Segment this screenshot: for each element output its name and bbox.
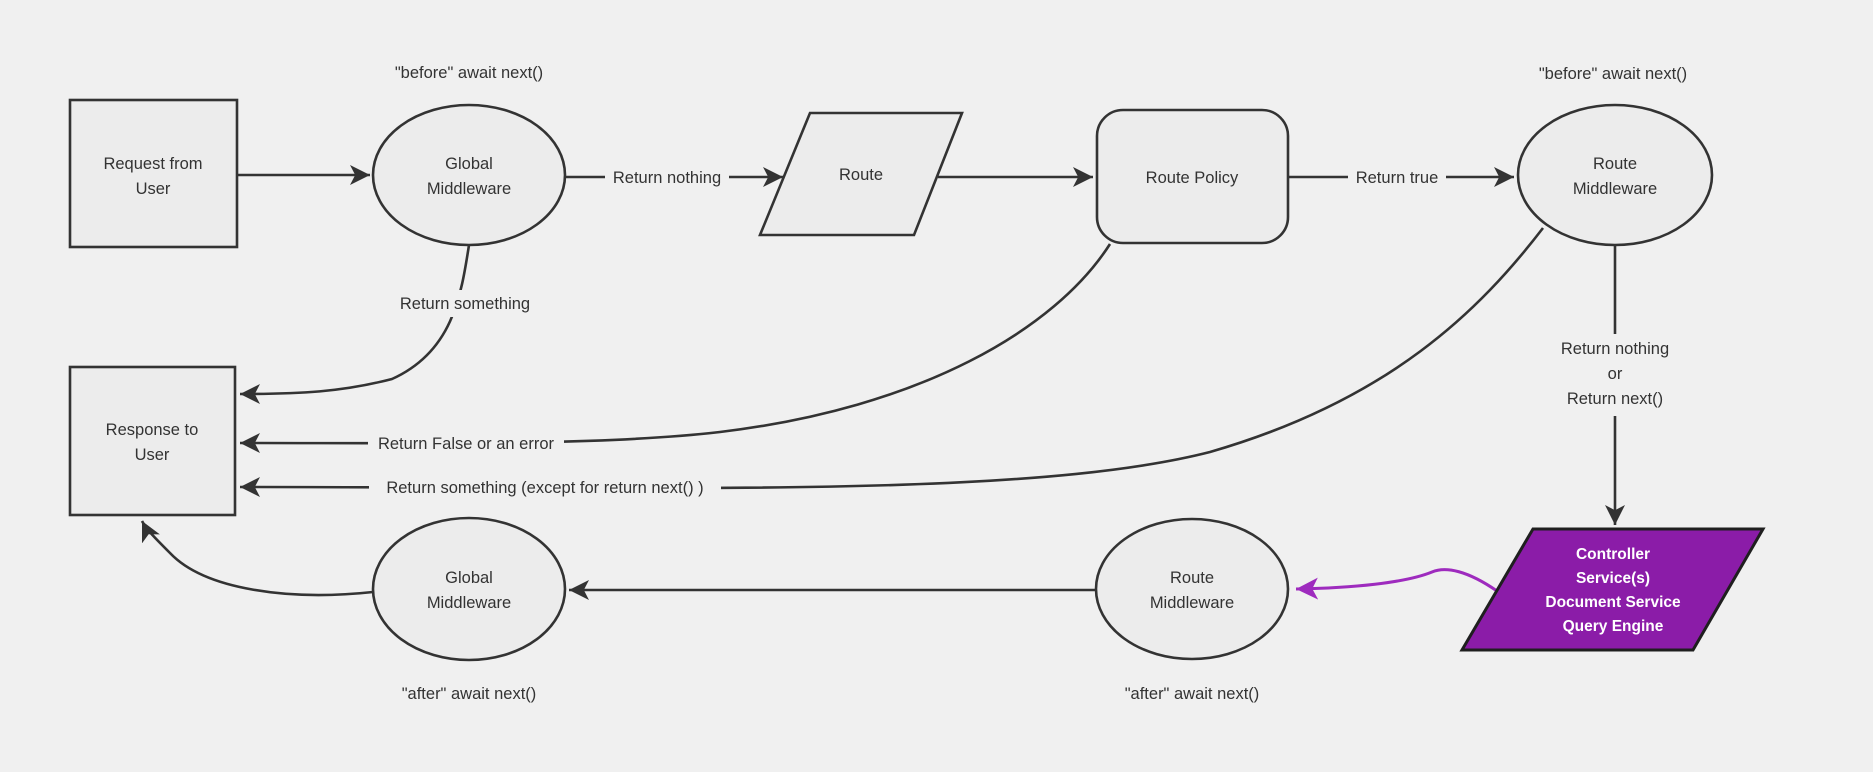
edge-controller-to-route-middleware-bottom xyxy=(1295,568,1498,600)
response-to-user-label-line2: User xyxy=(135,446,170,464)
label-return-nothing-or-next: Return nothing or Return next() xyxy=(1551,334,1679,416)
route-middleware-top-label-line2: Middleware xyxy=(1573,180,1657,198)
global-middleware-bottom-label-line1: Global xyxy=(445,569,493,587)
global-middleware-top-ellipse xyxy=(371,103,567,247)
controller-services-label-line3: Document Service xyxy=(1545,594,1681,611)
route-middleware-bottom-ellipse xyxy=(1094,517,1290,661)
label-return-something-except-bg xyxy=(369,473,721,500)
node-global-middleware-top: Global Middleware xyxy=(371,103,567,247)
global-middleware-bottom-ellipse xyxy=(371,516,567,662)
edge-global-middleware-bottom-to-response xyxy=(140,520,374,597)
global-middleware-top-label-line1: Global xyxy=(445,155,493,173)
route-label: Route xyxy=(839,166,883,184)
response-to-user-label-line1: Response to xyxy=(106,421,199,439)
edge-global-middleware-return-something-to-response xyxy=(239,244,471,404)
request-from-user-label-line1: Request from xyxy=(103,155,202,173)
label-return-true-bg xyxy=(1348,163,1446,190)
node-controller-services: Controller Service(s) Document Service Q… xyxy=(1459,527,1766,652)
label-after-await-next-left: "after" await next() xyxy=(402,685,537,703)
controller-services-parallelogram xyxy=(1459,527,1766,652)
node-request-from-user: Request from User xyxy=(68,98,239,249)
edge-route-policy-return-false-to-response xyxy=(239,243,1112,454)
route-middleware-bottom-label-line1: Route xyxy=(1170,569,1214,587)
label-before-await-next-left: "before" await next() xyxy=(395,64,543,82)
request-from-user-box xyxy=(68,98,239,249)
controller-services-label-line4: Query Engine xyxy=(1563,618,1664,635)
label-return-something-except: Return something (except for return next… xyxy=(369,473,721,500)
label-before-await-next-right: "before" await next() xyxy=(1539,65,1687,83)
node-route-middleware-bottom: Route Middleware xyxy=(1094,517,1290,661)
request-from-user-label-line2: User xyxy=(136,180,171,198)
controller-services-label-line1: Controller xyxy=(1576,546,1650,563)
route-parallelogram xyxy=(758,111,964,237)
label-return-nothing-or-next-bg xyxy=(1551,334,1679,416)
global-middleware-bottom-label-line2: Middleware xyxy=(427,594,511,612)
label-return-nothing-or-next-line3: Return next() xyxy=(1567,390,1663,408)
label-return-true: Return true xyxy=(1348,163,1446,190)
label-return-nothing-bg xyxy=(605,163,729,190)
node-route-middleware-top: Route Middleware xyxy=(1516,103,1714,247)
label-return-something-except-text: Return something (except for return next… xyxy=(386,479,703,497)
label-return-something-bg xyxy=(394,290,536,317)
label-return-nothing-or-next-line2: or xyxy=(1608,365,1623,383)
route-middleware-bottom-label-line2: Middleware xyxy=(1150,594,1234,612)
controller-services-label-line2: Service(s) xyxy=(1576,570,1650,587)
route-middleware-top-label-line1: Route xyxy=(1593,155,1637,173)
label-return-false-or-error: Return False or an error xyxy=(368,429,564,456)
route-policy-label: Route Policy xyxy=(1146,169,1239,187)
label-return-nothing-or-next-line1: Return nothing xyxy=(1561,340,1669,358)
response-to-user-box xyxy=(68,365,237,517)
route-policy-box xyxy=(1095,108,1290,245)
node-route-policy: Route Policy xyxy=(1095,108,1290,245)
node-route: Route xyxy=(758,111,964,237)
node-response-to-user: Response to User xyxy=(68,365,237,517)
label-return-false-bg xyxy=(368,429,564,456)
label-return-something-text: Return something xyxy=(400,295,530,313)
label-return-false-text: Return False or an error xyxy=(378,435,555,453)
label-return-something: Return something xyxy=(394,290,536,317)
label-return-true-text: Return true xyxy=(1356,169,1439,187)
label-return-nothing-text: Return nothing xyxy=(613,169,721,187)
global-middleware-top-label-line2: Middleware xyxy=(427,180,511,198)
label-after-await-next-right: "after" await next() xyxy=(1125,685,1260,703)
label-return-nothing-top: Return nothing xyxy=(605,163,729,190)
node-global-middleware-bottom: Global Middleware xyxy=(371,516,567,662)
route-middleware-top-ellipse xyxy=(1516,103,1714,247)
